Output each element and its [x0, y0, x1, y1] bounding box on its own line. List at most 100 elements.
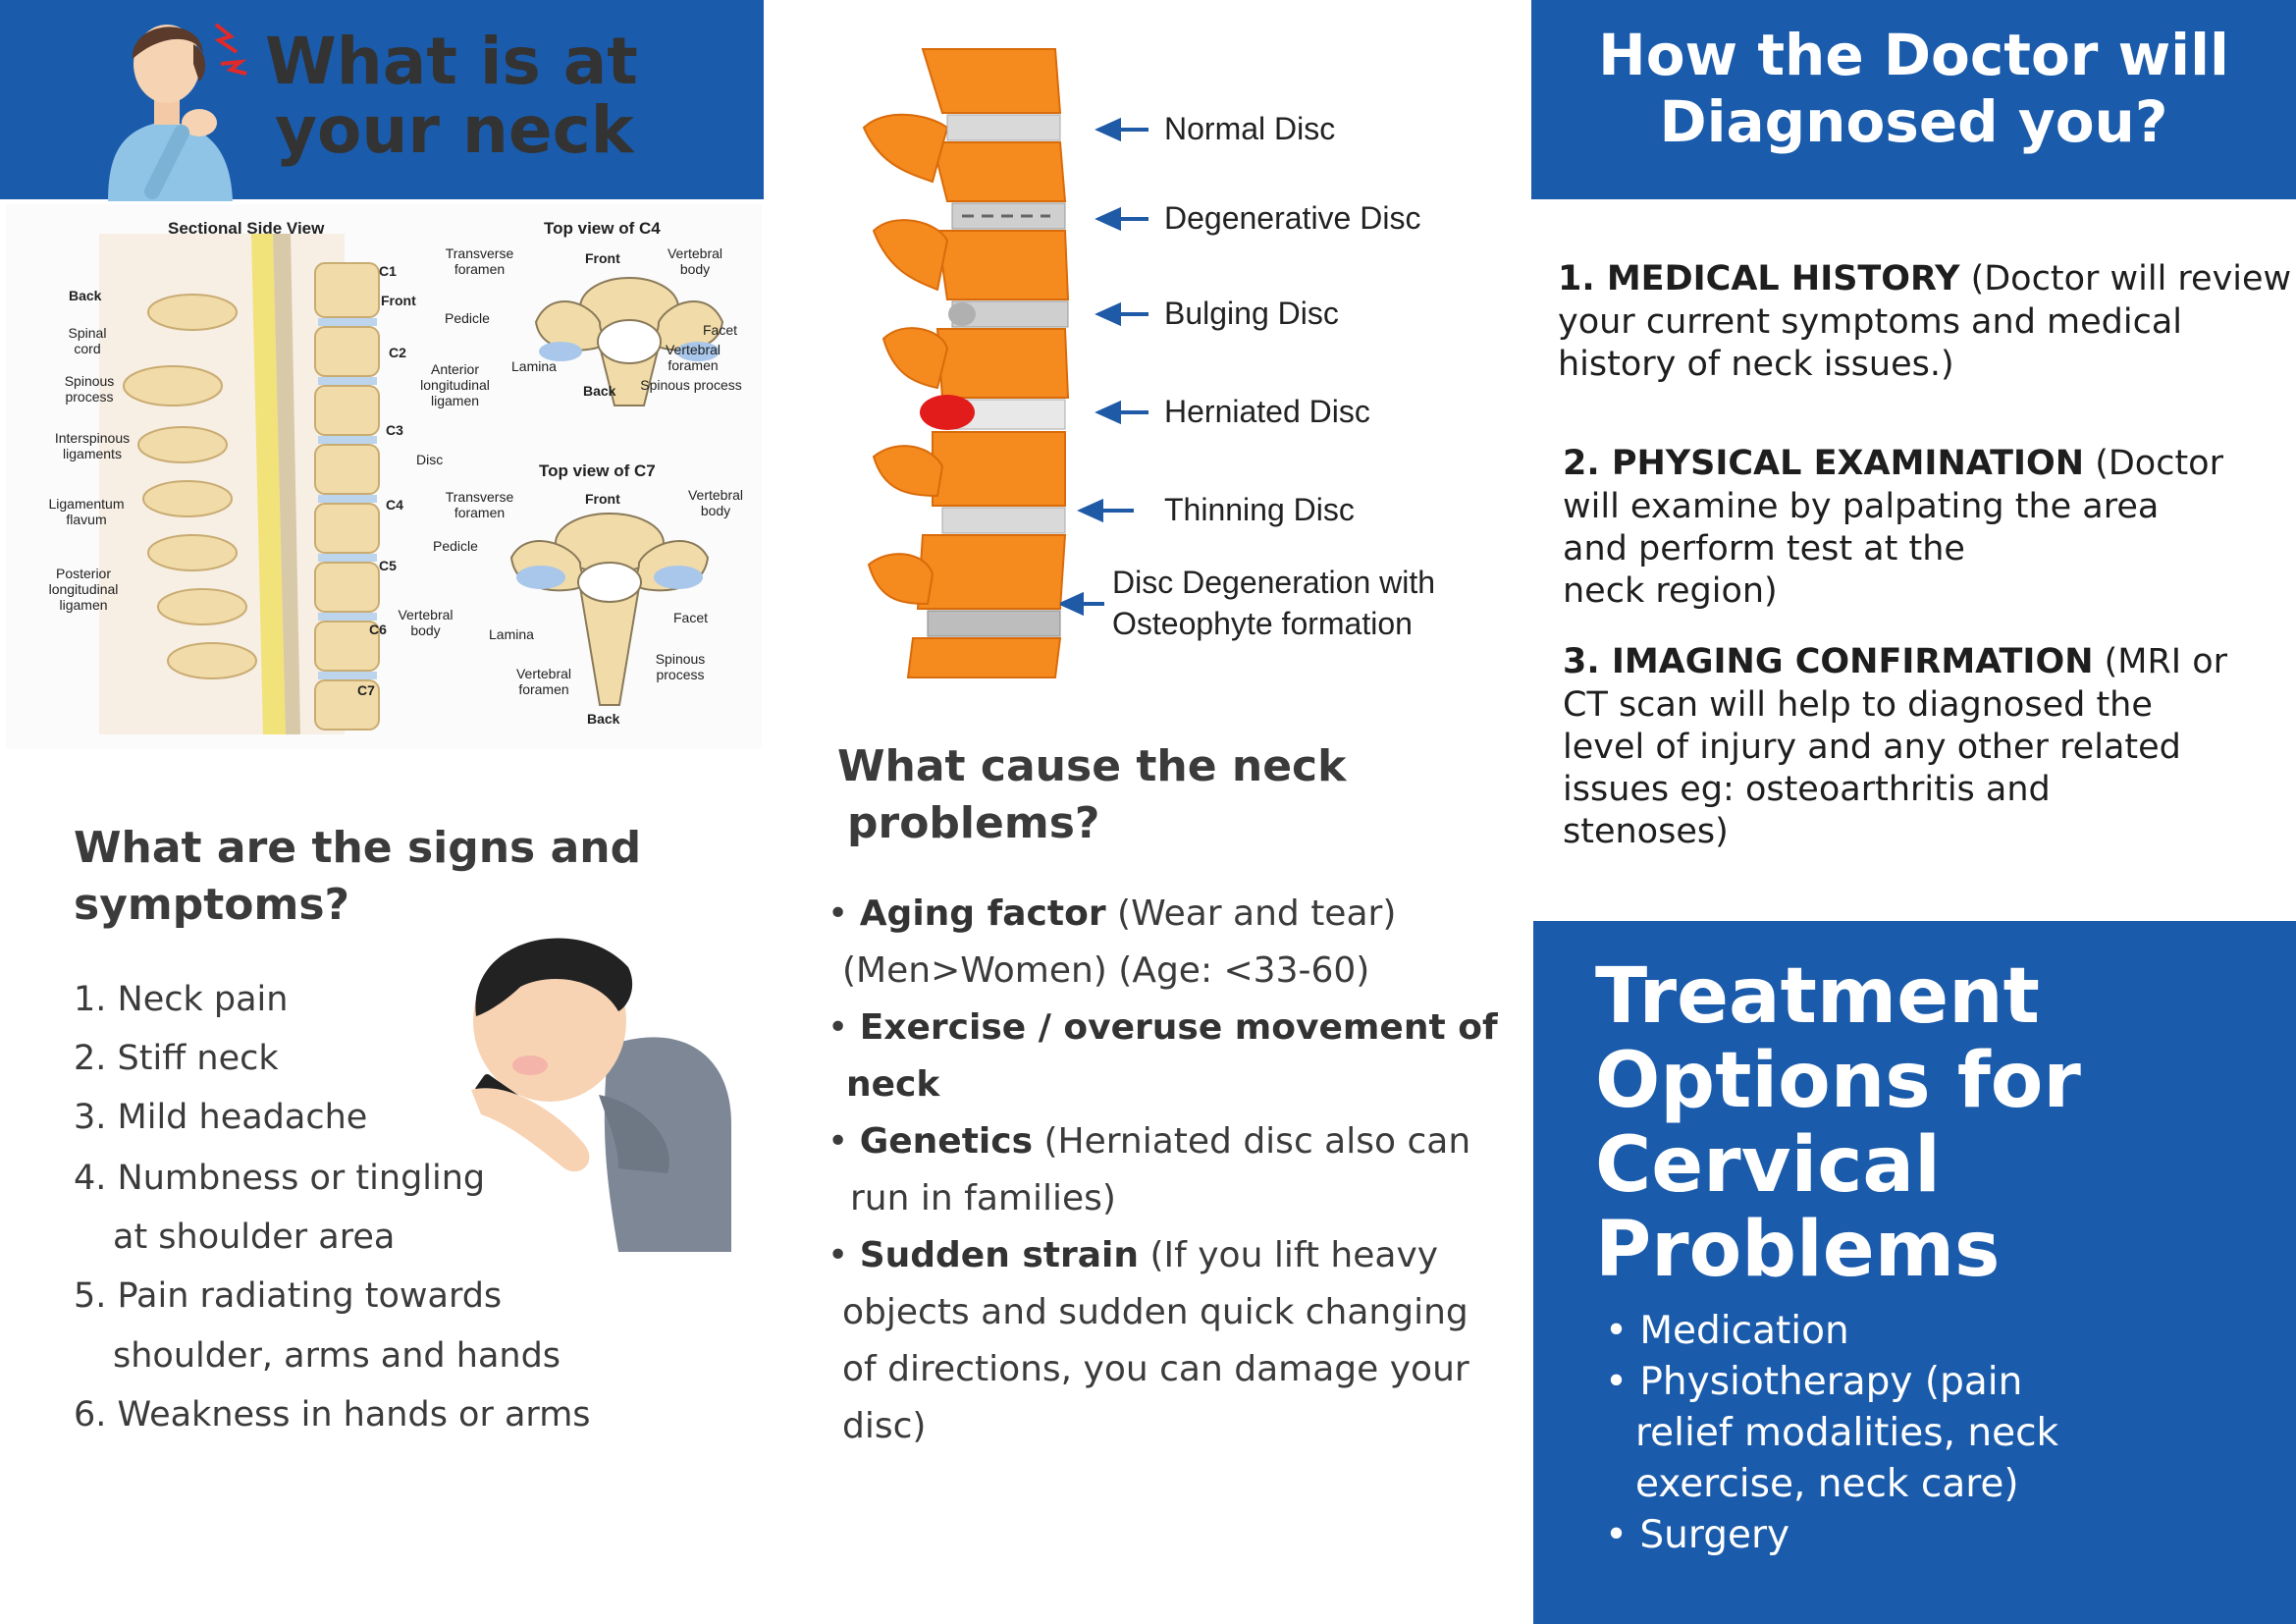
- label-pedicle-c7: Pedicle: [433, 538, 478, 554]
- label-c6: C6: [369, 622, 387, 637]
- treatment-title-line3: Cervical: [1595, 1121, 1941, 1210]
- symptom-5-cont: shoulder, arms and hands: [113, 1336, 561, 1376]
- label-c7: C7: [357, 682, 375, 698]
- symptom-4-cont: at shoulder area: [113, 1218, 396, 1257]
- symptom-1: 1. Neck pain: [74, 980, 289, 1019]
- disc-label-bulging: Bulging Disc: [1164, 296, 1339, 331]
- label-c2: C2: [389, 345, 406, 360]
- diagnosis-item-3-text: (MRI or: [2093, 642, 2228, 681]
- symptom-3: 3. Mild headache: [74, 1098, 368, 1137]
- label-vert-body: Vertebral body: [398, 607, 454, 638]
- treatment-surgery-text: Surgery: [1639, 1513, 1790, 1557]
- treatment-physio-line3: exercise, neck care): [1635, 1462, 2019, 1506]
- spine-disc-illustration: [862, 48, 1070, 678]
- disc-label-osteophyte-2: Osteophyte formation: [1112, 606, 1413, 641]
- c4-view-title: Top view of C4: [544, 219, 661, 238]
- symptom-6: 6. Weakness in hands or arms: [74, 1395, 591, 1435]
- anatomy-drawing: [99, 234, 724, 734]
- cause-aging-text: (Wear and tear): [1105, 893, 1397, 934]
- treatment-item-medication: • Medication: [1605, 1309, 1849, 1353]
- cause-strain-cont-1: objects and sudden quick changing: [842, 1292, 1468, 1332]
- cervical-anatomy-illustration: Sectional Side View Top view of C4 Top v…: [6, 204, 762, 749]
- c7-view-title: Top view of C7: [539, 461, 656, 480]
- treatment-physio-line2: relief modalities, neck: [1635, 1411, 2059, 1455]
- diagnosis-item-2: 2. PHYSICAL EXAMINATION (Doctor: [1563, 442, 2223, 485]
- disc-label-osteophyte-1: Disc Degeneration with: [1112, 565, 1436, 600]
- neck-pain-woman-illustration: [108, 23, 247, 201]
- treatment-title-line1: Treatment: [1595, 952, 2040, 1041]
- label-c4: C4: [386, 497, 403, 513]
- cause-aging-bold: Aging factor: [859, 893, 1106, 934]
- label-transverse-c4: Transverse foramen: [445, 245, 514, 277]
- diagnosis-item-1: 1. MEDICAL HISTORY (Doctor will review: [1558, 257, 2291, 300]
- label-pedicle-c4: Pedicle: [445, 310, 490, 326]
- diagnosis-item-1-bold: 1. MEDICAL HISTORY: [1558, 259, 1960, 298]
- diagnosis-item-2-line4: neck region): [1563, 571, 1778, 611]
- symptoms-heading-line2: symptoms?: [74, 880, 350, 930]
- diagnosis-item-2-line3: and perform test at the: [1563, 529, 1965, 568]
- cause-aging: • Aging factor (Wear and tear): [828, 893, 1397, 934]
- treatment-medication-text: Medication: [1639, 1309, 1849, 1353]
- label-front-c7: Front: [585, 491, 620, 507]
- causes-heading-line2: problems?: [847, 798, 1100, 848]
- disc-label-herniated: Herniated Disc: [1164, 394, 1370, 429]
- diagnosis-item-3-line2: CT scan will help to diagnosed the: [1563, 685, 2153, 725]
- diagnosis-header-banner: [1531, 0, 2296, 199]
- cause-strain-text: (If you lift heavy: [1139, 1235, 1439, 1275]
- diagnosis-item-3-bold: 3. IMAGING CONFIRMATION: [1563, 642, 2094, 681]
- diagnosis-item-1-line3: history of neck issues.): [1558, 345, 1954, 384]
- label-vert-foramen-c4: Vertebral foramen: [665, 342, 721, 373]
- diagnosis-item-3-line4: issues eg: osteoarthritis and: [1563, 770, 2051, 809]
- diagnosis-header-title: How the Doctor will Diagnosed you?: [1531, 22, 2296, 155]
- label-disc: Disc: [416, 452, 444, 467]
- label-vert-body-c7: Vertebral body: [687, 487, 744, 518]
- cause-exercise: • Exercise / overuse movement of: [828, 1007, 1498, 1048]
- label-ant-long: Anterior longitudinal ligamen: [420, 361, 490, 408]
- treatment-title-line4: Problems: [1595, 1206, 2001, 1294]
- label-c1: C1: [379, 263, 397, 279]
- label-back-c4: Back: [583, 383, 616, 399]
- symptoms-heading-line1: What are the signs and: [74, 823, 642, 873]
- diagnosis-item-3: 3. IMAGING CONFIRMATION (MRI or: [1563, 640, 2227, 683]
- causes-heading-line1: What cause the neck: [837, 741, 1347, 791]
- label-post-long: Posterior longitudinal ligamen: [48, 566, 119, 613]
- label-front: Front: [381, 293, 416, 308]
- cause-genetics-cont: run in families): [850, 1178, 1116, 1218]
- disc-label-normal: Normal Disc: [1164, 111, 1336, 146]
- disc-arrows: [1060, 117, 1148, 617]
- cause-exercise-bold-2: neck: [846, 1064, 940, 1105]
- diagnosis-item-2-line2: will examine by palpating the area: [1563, 487, 2160, 526]
- cause-strain-cont-3: disc): [842, 1406, 927, 1446]
- diagnosis-item-2-text: (Doctor: [2084, 444, 2223, 483]
- side-view-title: Sectional Side View: [168, 219, 325, 238]
- treatment-physio-text: Physiotherapy (pain: [1639, 1360, 2023, 1404]
- cause-strain: • Sudden strain (If you lift heavy: [828, 1235, 1439, 1275]
- phone-user-illustration: [471, 938, 731, 1252]
- label-spinous: Spinous process: [64, 373, 115, 405]
- cause-exercise-bold: Exercise / overuse movement of: [859, 1007, 1498, 1048]
- label-lamina-c4: Lamina: [511, 358, 557, 374]
- label-back: Back: [69, 288, 102, 303]
- neck-title-line1: What is at: [265, 24, 638, 99]
- label-back-c7: Back: [587, 711, 620, 727]
- symptom-2: 2. Stiff neck: [74, 1039, 279, 1078]
- diagnosis-item-3-line5: stenoses): [1563, 812, 1729, 851]
- cause-genetics-bold: Genetics: [859, 1121, 1034, 1162]
- neck-title-line2: your neck: [275, 92, 634, 168]
- diagnosis-item-3-line3: level of injury and any other related: [1563, 728, 2181, 767]
- label-c3: C3: [386, 422, 403, 438]
- treatment-panel: [1533, 921, 2296, 1624]
- symptom-4: 4. Numbness or tingling: [74, 1159, 486, 1198]
- disc-label-thinning: Thinning Disc: [1164, 492, 1355, 527]
- label-lamina-c7: Lamina: [489, 626, 534, 642]
- label-lig-flavum: Ligamentum flavum: [48, 496, 125, 527]
- treatment-title: Treatment Options for Cervical Problems: [1595, 954, 2282, 1292]
- treatment-item-surgery: • Surgery: [1605, 1513, 1790, 1557]
- treatment-item-physio: • Physiotherapy (pain: [1605, 1360, 2023, 1404]
- label-spinal-cord: Spinal cord: [68, 325, 107, 356]
- label-front-c4: Front: [585, 250, 620, 266]
- disc-label-degenerative: Degenerative Disc: [1164, 200, 1421, 236]
- cause-genetics-text: (Herniated disc also can: [1033, 1121, 1471, 1162]
- label-interspinous: Interspinous ligaments: [54, 430, 131, 461]
- treatment-title-line2: Options for: [1595, 1037, 2081, 1125]
